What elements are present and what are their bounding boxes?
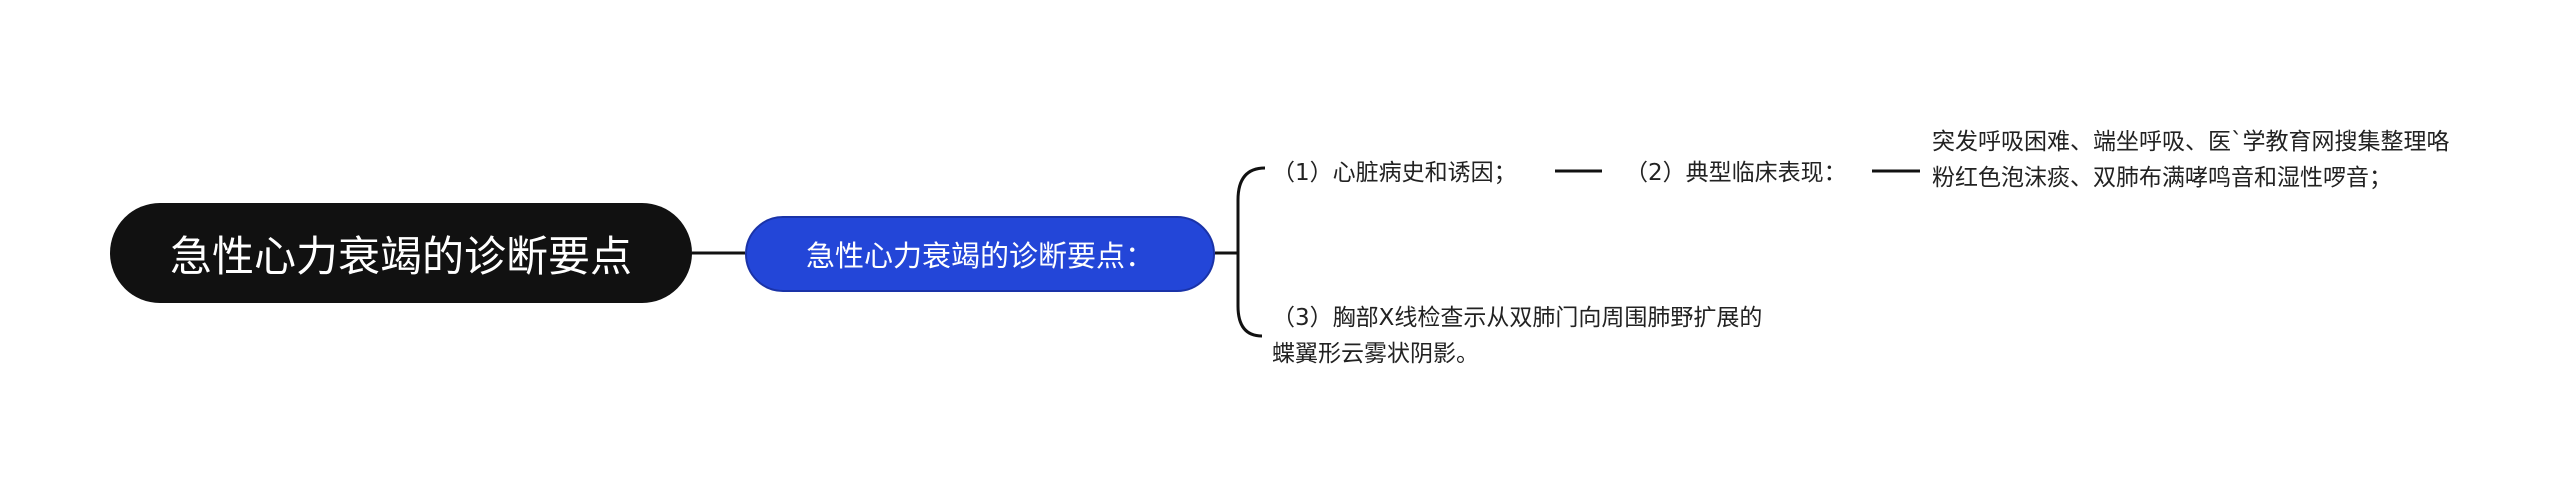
branch-xray-node[interactable]: （3）胸部X线检查示从双肺门向周围肺野扩展的蝶翼形云雾状阴影。 [1272,300,1782,372]
hub-node-label: 急性心力衰竭的诊断要点： [805,239,1154,273]
branch-clinical-node[interactable]: （2）典型临床表现： [1625,155,1847,191]
root-node-label: 急性心力衰竭的诊断要点 [169,231,632,281]
branch-symptoms-node[interactable]: 突发呼吸困难、端坐呼吸、医`学教育网搜集整理咯粉红色泡沫痰、双肺布满哮鸣音和湿性… [1932,124,2452,196]
branch-symptoms-label: 突发呼吸困难、端坐呼吸、医`学教育网搜集整理咯粉红色泡沫痰、双肺布满哮鸣音和湿性… [1932,129,2450,191]
branch-bracket [1236,166,1266,338]
root-node[interactable]: 急性心力衰竭的诊断要点 [110,203,692,303]
branch-xray-label: （3）胸部X线检查示从双肺门向周围肺野扩展的蝶翼形云雾状阴影。 [1272,305,1763,367]
branch-history-label: （1）心脏病史和诱因； [1272,160,1517,186]
branch-history-node[interactable]: （1）心脏病史和诱因； [1272,155,1517,191]
branch-clinical-label: （2）典型临床表现： [1625,160,1847,186]
hub-node[interactable]: 急性心力衰竭的诊断要点： [745,216,1215,292]
